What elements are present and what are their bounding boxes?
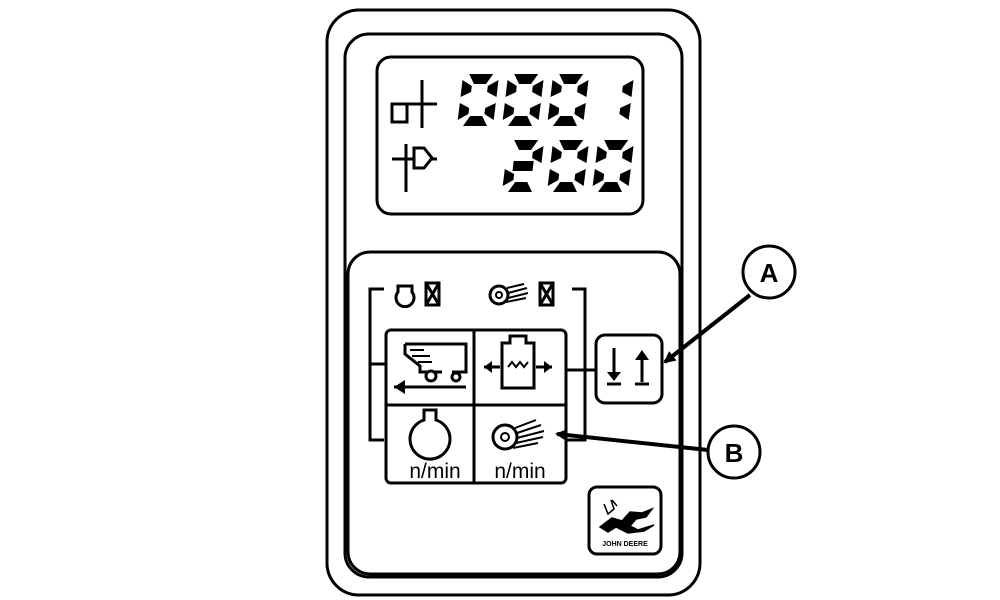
lcd-segment-c	[529, 103, 541, 120]
direction-arrow-icon	[394, 380, 405, 394]
lcd-segment-e	[547, 169, 560, 186]
lcd-segment-c	[574, 169, 586, 186]
lcd-digit	[547, 74, 589, 126]
lcd-segment-c	[619, 169, 631, 186]
scroll-arrows-icon	[607, 348, 649, 386]
lcd-segment-b	[622, 80, 634, 97]
lcd-segment-a	[514, 74, 539, 84]
bale-counter-icon	[390, 80, 437, 128]
lcd-digit	[502, 74, 544, 126]
lcd-segment-e	[457, 103, 470, 120]
pto-speed-unit: n/min	[494, 460, 545, 483]
lcd-segment-d	[463, 116, 487, 126]
lcd-digit	[547, 140, 589, 192]
lcd-segment-b	[577, 146, 589, 163]
arrow-in-right-icon	[544, 361, 552, 373]
lcd-segment-b	[532, 80, 544, 97]
ground-speed-button[interactable]	[388, 332, 473, 404]
callout-b-label: B	[725, 438, 744, 468]
lcd-segment-c	[484, 103, 496, 120]
callout-a: A	[663, 244, 797, 364]
pressure-button[interactable]	[476, 332, 564, 404]
lcd-segment-f	[505, 80, 517, 97]
panel-brackets	[368, 287, 596, 442]
lcd-segment-a	[559, 140, 584, 150]
lcd-segment-b	[622, 146, 634, 163]
lcd-segment-d	[553, 116, 577, 126]
bale-size-icon	[392, 144, 437, 192]
lcd-segment-c	[574, 103, 586, 120]
lcd-segment-f	[595, 146, 607, 163]
lcd-segment-a	[604, 140, 629, 150]
pickup-reel-icon	[491, 419, 545, 451]
lcd-digit	[619, 80, 634, 120]
arrow-in-left-icon	[484, 361, 492, 373]
pickup-status-icon	[488, 281, 555, 307]
callout-a-label: A	[760, 258, 779, 288]
scroll-button[interactable]	[594, 333, 664, 405]
lcd-segment-e	[502, 169, 515, 186]
lcd-segment-e	[547, 103, 560, 120]
lcd-segment-f	[550, 146, 562, 163]
lcd-segment-a	[559, 74, 584, 84]
lcd-segment-c	[619, 103, 631, 120]
lcd-digit	[592, 140, 634, 192]
lcd-display	[375, 55, 645, 216]
deer-logo-icon	[598, 499, 655, 534]
engine-status-icon	[394, 281, 441, 309]
callout-b: B	[555, 424, 762, 480]
engine-speed-button[interactable]: n/min	[388, 407, 473, 483]
lcd-segment-b	[487, 80, 499, 97]
engine-icon	[408, 408, 452, 461]
lcd-segment-f	[460, 80, 472, 97]
display-line1-digits	[457, 74, 634, 126]
lcd-segment-f	[550, 80, 562, 97]
baler-icon	[394, 342, 468, 389]
lcd-segment-d	[598, 182, 622, 192]
lcd-segment-d	[553, 182, 577, 192]
display-line2-digits	[502, 140, 634, 192]
lcd-segment-a	[514, 140, 539, 150]
lcd-segment-d	[508, 116, 532, 126]
lcd-segment-a	[469, 74, 494, 84]
brand-name: JOHN DEERE	[602, 541, 648, 548]
lcd-segment-b	[532, 146, 544, 163]
lcd-segment-g	[512, 161, 534, 171]
lcd-segment-b	[577, 80, 589, 97]
lcd-segment-e	[502, 103, 515, 120]
lcd-digit	[457, 74, 499, 126]
pto-speed-button[interactable]: n/min	[476, 407, 564, 483]
lcd-digit	[502, 140, 544, 192]
lcd-segment-d	[508, 182, 532, 192]
lcd-segment-e	[592, 169, 605, 186]
engine-speed-unit: n/min	[409, 460, 460, 483]
brand-badge: JOHN DEERE	[587, 485, 663, 556]
